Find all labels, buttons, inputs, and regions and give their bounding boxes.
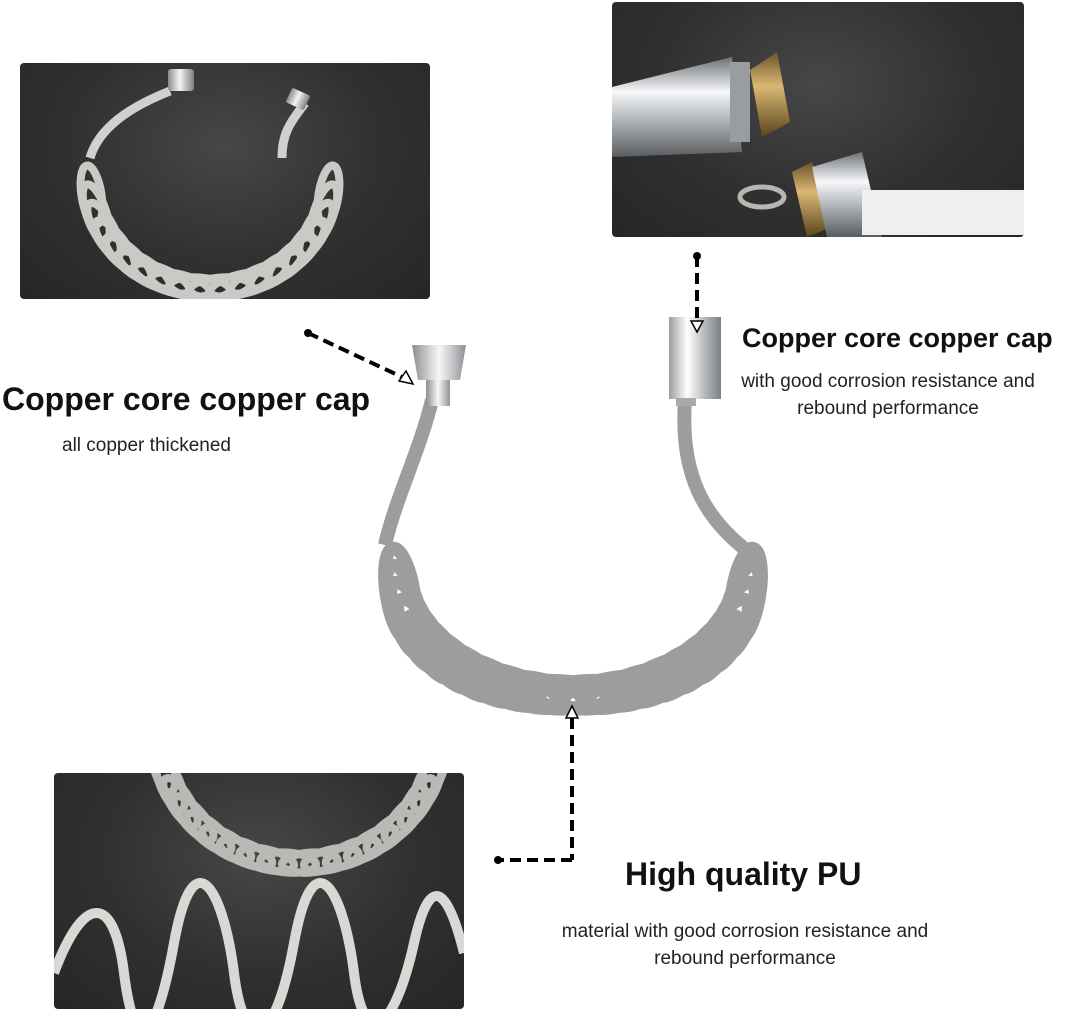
leader-line-bottom xyxy=(494,704,580,864)
bottom-feature-description: material with good corrosion resistance … xyxy=(561,921,929,969)
pu-material-illustration xyxy=(54,773,464,1009)
right-hose-lead xyxy=(677,399,764,566)
inset-photo-pu-material xyxy=(54,773,464,1009)
leader-line-left xyxy=(304,329,415,386)
hose-coil-loop xyxy=(723,541,768,646)
bottom-feature-heading: High quality PU xyxy=(625,856,862,892)
right-feature-description: with good corrosion resistance and rebou… xyxy=(741,371,1035,419)
right-feature-heading: Copper core copper cap xyxy=(742,323,1053,353)
inset-coil-loop xyxy=(418,773,451,797)
leader-line-right xyxy=(689,252,705,334)
inset-coil-loop xyxy=(313,161,344,229)
inset-coil-loop xyxy=(147,773,180,797)
connector-closeup-illustration xyxy=(612,52,1024,237)
left-feature-heading: Copper core copper cap xyxy=(2,381,371,417)
right-copper-cap xyxy=(669,317,721,406)
inset-photo-connector-closeup xyxy=(612,2,1024,237)
left-feature-description: all copper thickened xyxy=(62,435,231,456)
hose-coils xyxy=(378,541,768,716)
inset-photo-coiled-hose xyxy=(20,63,430,299)
left-copper-cap xyxy=(412,345,466,406)
left-hose-lead xyxy=(378,398,439,547)
coiled-hose-illustration xyxy=(76,69,344,299)
